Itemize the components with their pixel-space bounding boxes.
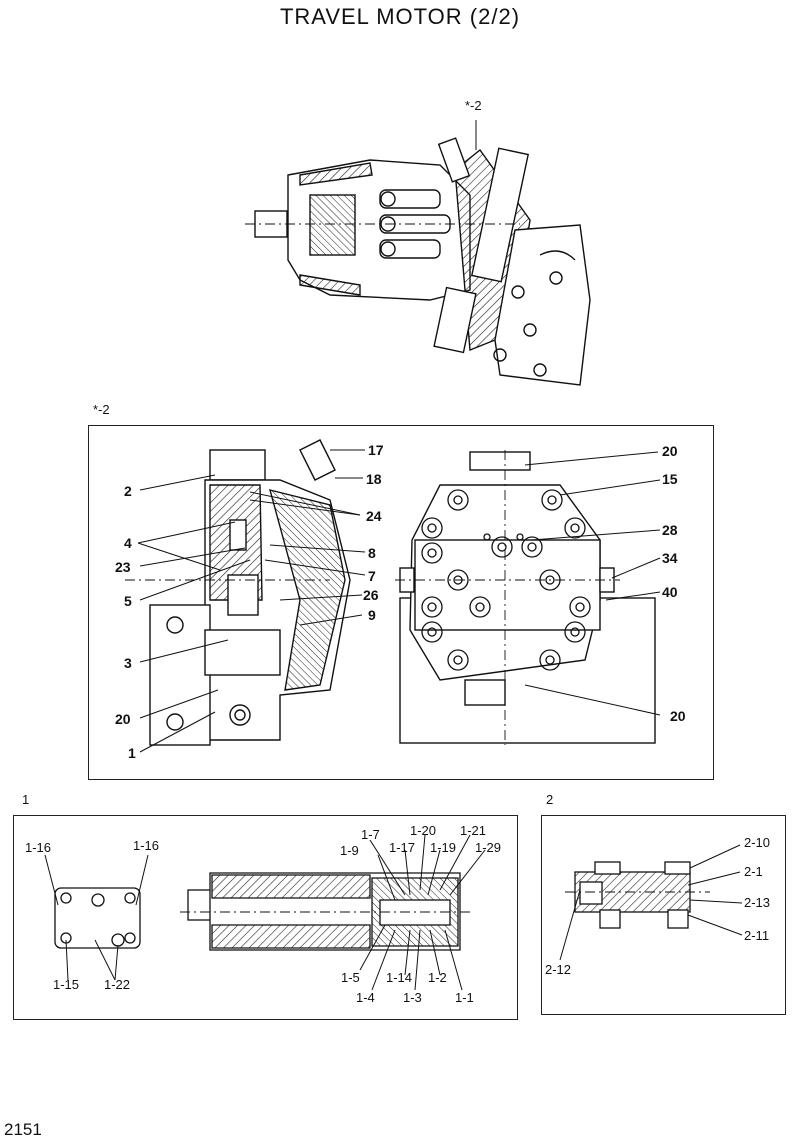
callout-1-7: 1-7 — [361, 827, 380, 842]
callout-18: 18 — [366, 471, 382, 487]
callout-24: 24 — [366, 508, 382, 524]
callout-1-29: 1-29 — [475, 840, 502, 855]
callout-20-left: 20 — [115, 711, 131, 727]
callout-2: 2 — [124, 483, 132, 499]
callout-1-22: 1-22 — [104, 977, 131, 992]
callout-1-17: 1-17 — [389, 840, 416, 855]
page-number: 2151 — [4, 1120, 42, 1139]
callout-15: 15 — [662, 471, 678, 487]
callout-1-9: 1-9 — [340, 843, 359, 858]
page-title: TRAVEL MOTOR (2/2) — [279, 4, 521, 29]
callout-17: 17 — [368, 442, 384, 458]
callout-1-16-left: 1-16 — [25, 840, 52, 855]
callout-1-2: 1-2 — [428, 970, 447, 985]
callout-1-19: 1-19 — [430, 840, 457, 855]
callout-2-11: 2-11 — [744, 928, 770, 943]
callout-28: 28 — [662, 522, 678, 538]
section-1-id: 1 — [22, 792, 30, 807]
section-ref-label: *-2 — [93, 402, 110, 417]
callout-8: 8 — [368, 545, 376, 561]
callout-2-12: 2-12 — [545, 962, 572, 977]
callout-4: 4 — [124, 535, 132, 551]
detail-frame-2 — [541, 815, 786, 1015]
callout-1-20: 1-20 — [410, 823, 437, 838]
callout-26: 26 — [363, 587, 379, 603]
detail-frame-main — [88, 425, 714, 780]
section-2-id: 2 — [546, 792, 554, 807]
callout-5: 5 — [124, 593, 132, 609]
callout-9: 9 — [368, 607, 376, 623]
callout-1-21: 1-21 — [460, 823, 487, 838]
callout-1-4: 1-4 — [356, 990, 375, 1005]
callout-1-3: 1-3 — [403, 990, 422, 1005]
callout-2-10: 2-10 — [744, 835, 771, 850]
callout-40: 40 — [662, 584, 678, 600]
callout-20-top: 20 — [662, 443, 678, 459]
top-motor-drawing — [245, 120, 591, 386]
callout-1-16-right: 1-16 — [133, 838, 160, 853]
callout-1-1: 1-1 — [455, 990, 474, 1005]
callout-3: 3 — [124, 655, 132, 671]
callout-23: 23 — [115, 559, 131, 575]
callout-1: 1 — [128, 745, 136, 761]
callout-1-14: 1-14 — [386, 970, 413, 985]
callout-2-1: 2-1 — [744, 864, 763, 879]
callout-2-13: 2-13 — [744, 895, 771, 910]
callout-1-5: 1-5 — [341, 970, 360, 985]
callout-7: 7 — [368, 568, 376, 584]
detail-frame-1 — [13, 815, 518, 1020]
callout-20-bottom: 20 — [670, 708, 686, 724]
top-ref-label: *-2 — [465, 98, 482, 113]
callout-34: 34 — [662, 550, 678, 566]
callout-1-15: 1-15 — [53, 977, 80, 992]
